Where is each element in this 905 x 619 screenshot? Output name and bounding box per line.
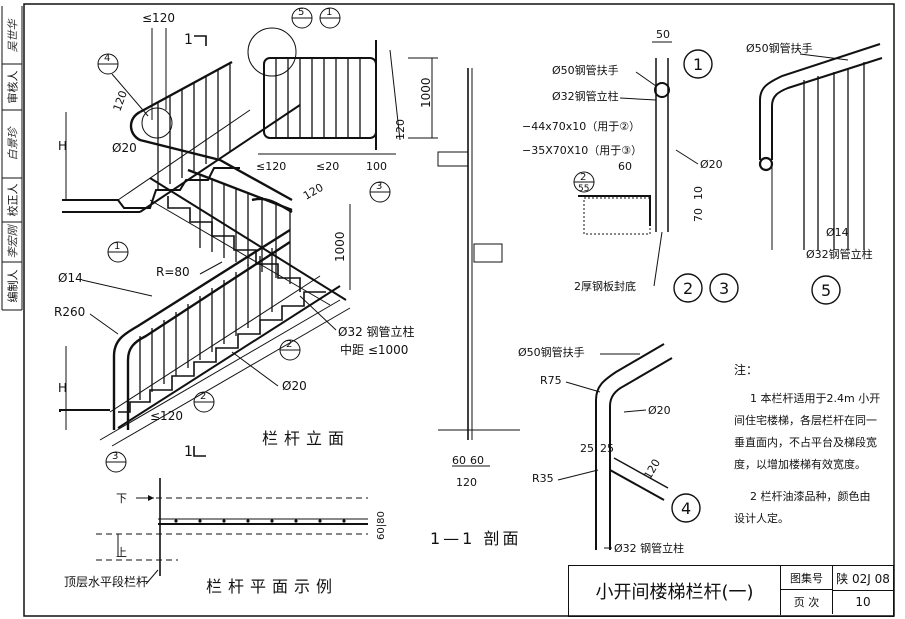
callout-2-55: 255 [573, 171, 595, 194]
handrail-label-4: Ø50钢管扶手 [518, 345, 585, 359]
detail-4: Ø50钢管扶手 R75 Ø20 25 25 120 R35 4 Ø32 钢管立柱 [518, 343, 701, 555]
callout-5-panel: 5 [291, 7, 313, 29]
page-number: 10 [855, 595, 871, 609]
svg-text:1: 1 [326, 7, 332, 18]
callout-3-elev: 3 [105, 451, 127, 473]
post-label-5: Ø32钢管立柱 [806, 247, 873, 261]
svg-text:2: 2 [580, 172, 586, 183]
section-mark-top: 1 [184, 32, 193, 48]
callout-3-panel: 3 [369, 181, 391, 203]
section-1-1: 60 60 120 1—1 剖面 [430, 68, 521, 548]
phi14-label: Ø14 [58, 271, 83, 285]
detail-2-id: 2 [683, 279, 693, 298]
elevation-title: 栏杆立面 [262, 429, 350, 448]
note-2-line-1: 2 栏杆油漆品种，颜色由 [750, 489, 871, 503]
svg-text:3: 3 [112, 451, 118, 462]
detail-5: Ø50钢管扶手 Ø14 Ø32钢管立柱 5 [746, 41, 883, 305]
dim-25b: 25 [600, 442, 614, 455]
section-title: 1—1 剖面 [430, 529, 521, 548]
bottom-120-dim: ≤120 [150, 409, 183, 423]
svg-text:2: 2 [286, 339, 292, 350]
clearance-120-dim: ≤120 [142, 11, 175, 25]
panel-width-20: ≤20 [316, 160, 339, 173]
railing-plan: 下 上 顶层水平段栏杆 60|80 栏杆平面示例 [64, 478, 387, 596]
height-label-lower: H [58, 381, 67, 395]
phi20-label-a: Ø20 [112, 141, 137, 155]
post-spacing-label: 中距 ≤1000 [340, 342, 408, 357]
height-label-upper: H [58, 139, 67, 153]
r35-label: R35 [532, 472, 554, 485]
height-1000-dim: 1000 [333, 231, 347, 262]
sec-dim-60b: 60 [470, 454, 484, 467]
note-1-line-1: 1 本栏杆适用于2.4m 小开 [750, 391, 880, 405]
svg-text:2: 2 [200, 391, 206, 402]
plan-up-label: 上 [116, 546, 127, 559]
note-1-line-3: 垂直面内，不占平台及梯段宽 [734, 435, 877, 449]
phi20-label-1: Ø20 [700, 158, 723, 171]
detail-4-id: 4 [681, 499, 691, 518]
drawing-title: 小开间楼梯栏杆(一) [569, 566, 781, 615]
svg-text:55: 55 [578, 184, 589, 194]
notes-heading: 注： [734, 362, 758, 377]
detail-3-id: 3 [719, 279, 729, 298]
handrail-label-1: Ø50钢管扶手 [552, 63, 619, 77]
panel-width-120: ≤120 [256, 160, 286, 173]
title-block: 小开间楼梯栏杆(一) 图集号 陕 02J 08 页 次 10 [568, 565, 894, 617]
gap-120-dim-b: 120 [301, 181, 326, 203]
page-label: 页 次 [781, 590, 833, 614]
detail-5-id: 5 [821, 281, 831, 300]
phi20-label-b: Ø20 [282, 379, 307, 393]
sec-dim-120: 120 [456, 476, 477, 489]
panel-height-120: 120 [394, 119, 407, 140]
svg-text:5: 5 [298, 7, 304, 18]
plan-title: 栏杆平面示例 [206, 577, 338, 596]
top-rail-label: 顶层水平段栏杆 [64, 574, 148, 589]
plan-dim: 60|80 [376, 511, 387, 540]
dim-25a: 25 [580, 442, 594, 455]
callout-1-elev: 1 [107, 241, 129, 263]
dim-10: 10 [692, 186, 705, 200]
gap-120-dim: 120 [111, 89, 130, 113]
notes: 注： 1 本栏杆适用于2.4m 小开 间住宅楼梯，各层栏杆在同一 垂直面内，不占… [734, 362, 880, 525]
sec-dim-60a: 60 [452, 454, 466, 467]
railing-panel: 1000 120 ≤120 ≤20 100 5 1 3 [247, 7, 438, 203]
panel-height-1000: 1000 [419, 77, 433, 108]
note-1-line-2: 间住宅楼梯，各层栏杆在同一 [734, 413, 877, 427]
dim-120-4: 120 [641, 457, 663, 482]
callout-4: 4 [97, 53, 119, 75]
section-mark-bottom: 1 [184, 444, 193, 460]
handrail-label-5: Ø50钢管扶手 [746, 41, 813, 55]
dim-70: 70 [692, 208, 705, 222]
plan-down-label: 下 [116, 492, 127, 505]
detail-1: 50 1 Ø50钢管扶手 Ø32钢管立柱 −44x70x10（用于②） −35X… [522, 28, 739, 303]
note-2-line-2: 设计人定。 [734, 511, 789, 525]
dim-60: 60 [618, 160, 632, 173]
callout-1-panel: 1 [319, 7, 341, 29]
atlas-label: 图集号 [781, 566, 833, 590]
callout-2-elev-a: 2 [279, 339, 301, 361]
r75-label: R75 [540, 374, 562, 387]
detail-1-id: 1 [693, 55, 703, 74]
phi20-label-4: Ø20 [648, 404, 671, 417]
svg-text:1: 1 [114, 241, 120, 252]
r260-label: R260 [54, 305, 85, 319]
sealing-plate-note: 2厚钢板封底 [574, 279, 636, 293]
post-label-1: Ø32钢管立柱 [552, 89, 619, 103]
callout-2-elev-b: 2 [193, 391, 215, 413]
note-1-line-4: 度，以增加楼梯有效宽度。 [734, 457, 866, 471]
svg-text:3: 3 [376, 181, 382, 192]
svg-text:4: 4 [104, 53, 110, 64]
plate-label-1: −44x70x10（用于②） [522, 120, 640, 133]
railing-elevation: H H 1000 ≤120 1 1 120 Ø20 Ø14 R260 R=80 … [54, 11, 415, 473]
post-label-4: Ø32 钢管立柱 [614, 541, 684, 555]
panel-width-100: 100 [366, 160, 387, 173]
phi14-label-5: Ø14 [826, 226, 849, 239]
r80-label: R=80 [156, 265, 190, 279]
atlas-number: 陕 02J 08 [833, 566, 893, 591]
dim-50: 50 [656, 28, 670, 41]
post-label: Ø32 钢管立柱 [338, 324, 415, 339]
plate-label-2: −35X70X10（用于③） [522, 144, 642, 157]
